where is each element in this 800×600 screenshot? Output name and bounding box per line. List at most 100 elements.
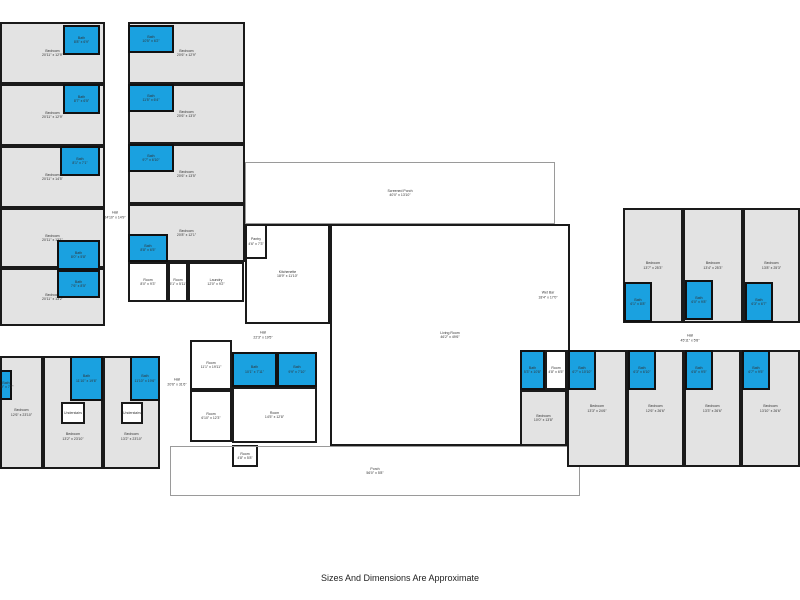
room-dimensions: 13'4" x 25'3"	[703, 265, 723, 270]
area-dims: 18'4" x 17'0"	[538, 295, 558, 299]
room-name: Bedroom	[648, 404, 663, 408]
room-name: Understairs	[64, 410, 82, 415]
room-name: Bath	[528, 365, 537, 370]
room-dimensions: 6'0" x 9'8"	[691, 300, 707, 304]
room-name: Bath	[695, 365, 703, 370]
room-dimensions: 5'1" x 5'11"	[169, 282, 187, 286]
room-dimensions: 20'6" x 13'5"	[176, 174, 197, 178]
room-dimensions: 8'0" x 9'3"	[140, 282, 156, 286]
room-dimensions: 13'2" x 23'10"	[62, 436, 84, 441]
room-name: Bedroom	[179, 48, 194, 53]
area-dims: 20'6" x 31'6"	[167, 382, 187, 386]
area-name: Hall	[111, 210, 119, 215]
room-name: Bath	[144, 243, 152, 248]
room-name: Room	[240, 451, 250, 456]
room-name: Bath	[82, 374, 91, 378]
room-name: Bedroom	[179, 228, 194, 233]
room-name: Bath	[638, 365, 646, 370]
room-dimensions: 12'6" x 26'6"	[645, 408, 666, 413]
room-dimensions: 8'0" x 5'8"	[70, 255, 87, 259]
room-dimensions: 7'6" x 8'5"	[70, 284, 87, 288]
room-name: Room	[143, 277, 153, 282]
room-name: Bedroom	[45, 110, 60, 115]
room-dimensions: 4'6" x 7'3"	[248, 241, 264, 246]
room-dimensions: 5'3" x 10'8"	[523, 370, 542, 374]
room-name: Screened Porch	[387, 188, 413, 193]
room-name: Bath	[77, 94, 86, 99]
room-name: Bedroom	[65, 432, 81, 436]
room-name: Bath	[250, 365, 259, 369]
room-dimensions: 8'7" x 6'5"	[73, 99, 90, 103]
room-dimensions: 5'9" x 7'7"	[0, 385, 14, 389]
room-dimensions: 6'1" x 8'8"	[630, 302, 646, 306]
room-name: Room	[269, 410, 280, 415]
room-name: Kitchenette	[278, 269, 297, 274]
room-dimensions: 20'11" x 12'9"	[42, 115, 63, 119]
room-understairs: Understairs	[61, 402, 85, 424]
room-name: Room	[206, 411, 216, 416]
room-name: Bedroom	[45, 172, 60, 177]
disclaimer-text: Sizes And Dimensions Are Approximate	[320, 573, 480, 583]
room-name: Bedroom	[764, 261, 779, 265]
room-name: Laundry	[209, 277, 223, 282]
room-dimensions: 4'8" x 5'8"	[237, 456, 253, 460]
room-name: Bath	[74, 279, 83, 284]
room-dimensions: 40'0" x 13'10"	[389, 193, 411, 197]
room-name: Bedroom	[536, 413, 551, 418]
room-dimensions: 20'6" x 13'0"	[176, 114, 197, 118]
room-name: Bath	[147, 93, 155, 98]
room-dimensions: 11'10" x 19'6"	[76, 378, 97, 383]
room-dimensions: 46'2" x 49'6"	[440, 335, 460, 339]
room-dimensions: 8'8" x 6'9"	[73, 40, 90, 44]
room-dimensions: 20'11" x 13'2"	[42, 297, 63, 301]
room-name: Bath	[77, 35, 86, 40]
room-dimensions: 12'0" x 9'2"	[207, 282, 225, 286]
room-dimensions: 13'7" x 25'3"	[643, 265, 663, 270]
room-name: Bedroom	[45, 48, 60, 53]
room-name: Bedroom	[705, 261, 721, 265]
room-dimensions: 18'9" x 11'10"	[277, 274, 298, 278]
room-dimensions: 13'3" x 24'6"	[587, 408, 607, 413]
room-name: Bedroom	[14, 408, 29, 412]
room-name: Room	[551, 365, 561, 370]
room-dimensions: 14'5" x 12'8"	[264, 415, 285, 419]
room-dimensions: 8'8" x 6'5"	[140, 248, 156, 252]
room-dimensions: 12'6" x 23'10"	[10, 412, 33, 417]
room-name: Bedroom	[45, 292, 60, 297]
room-dimensions: 9'9" x 7'10"	[288, 369, 306, 374]
room-name: Bath	[74, 250, 83, 255]
room-dimensions: 20'6" x 12'9"	[176, 53, 197, 57]
room-dimensions: 4'8" x 6'5"	[548, 370, 564, 374]
